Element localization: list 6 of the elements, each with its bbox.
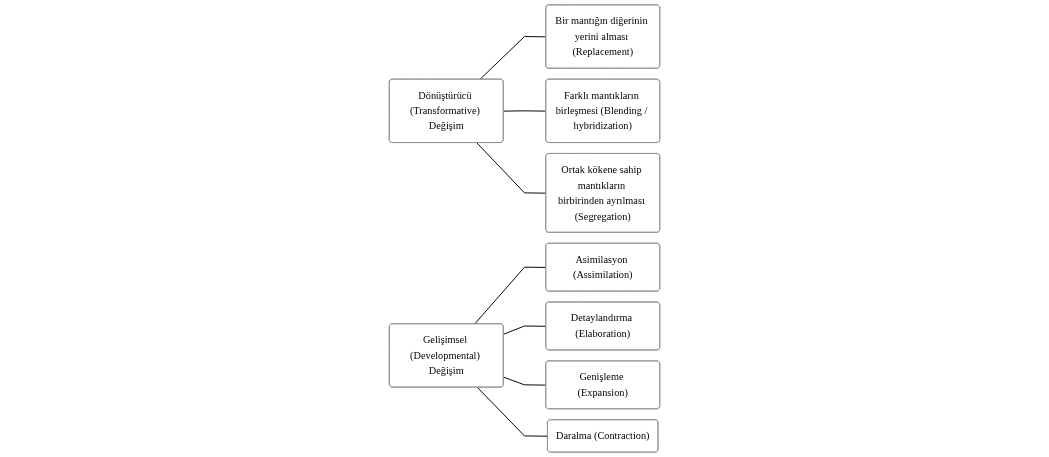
connector: [503, 376, 547, 386]
connector: [503, 325, 547, 335]
connector: [476, 386, 549, 437]
connector: [474, 266, 547, 325]
connector: [479, 36, 547, 80]
connector: [476, 142, 547, 194]
